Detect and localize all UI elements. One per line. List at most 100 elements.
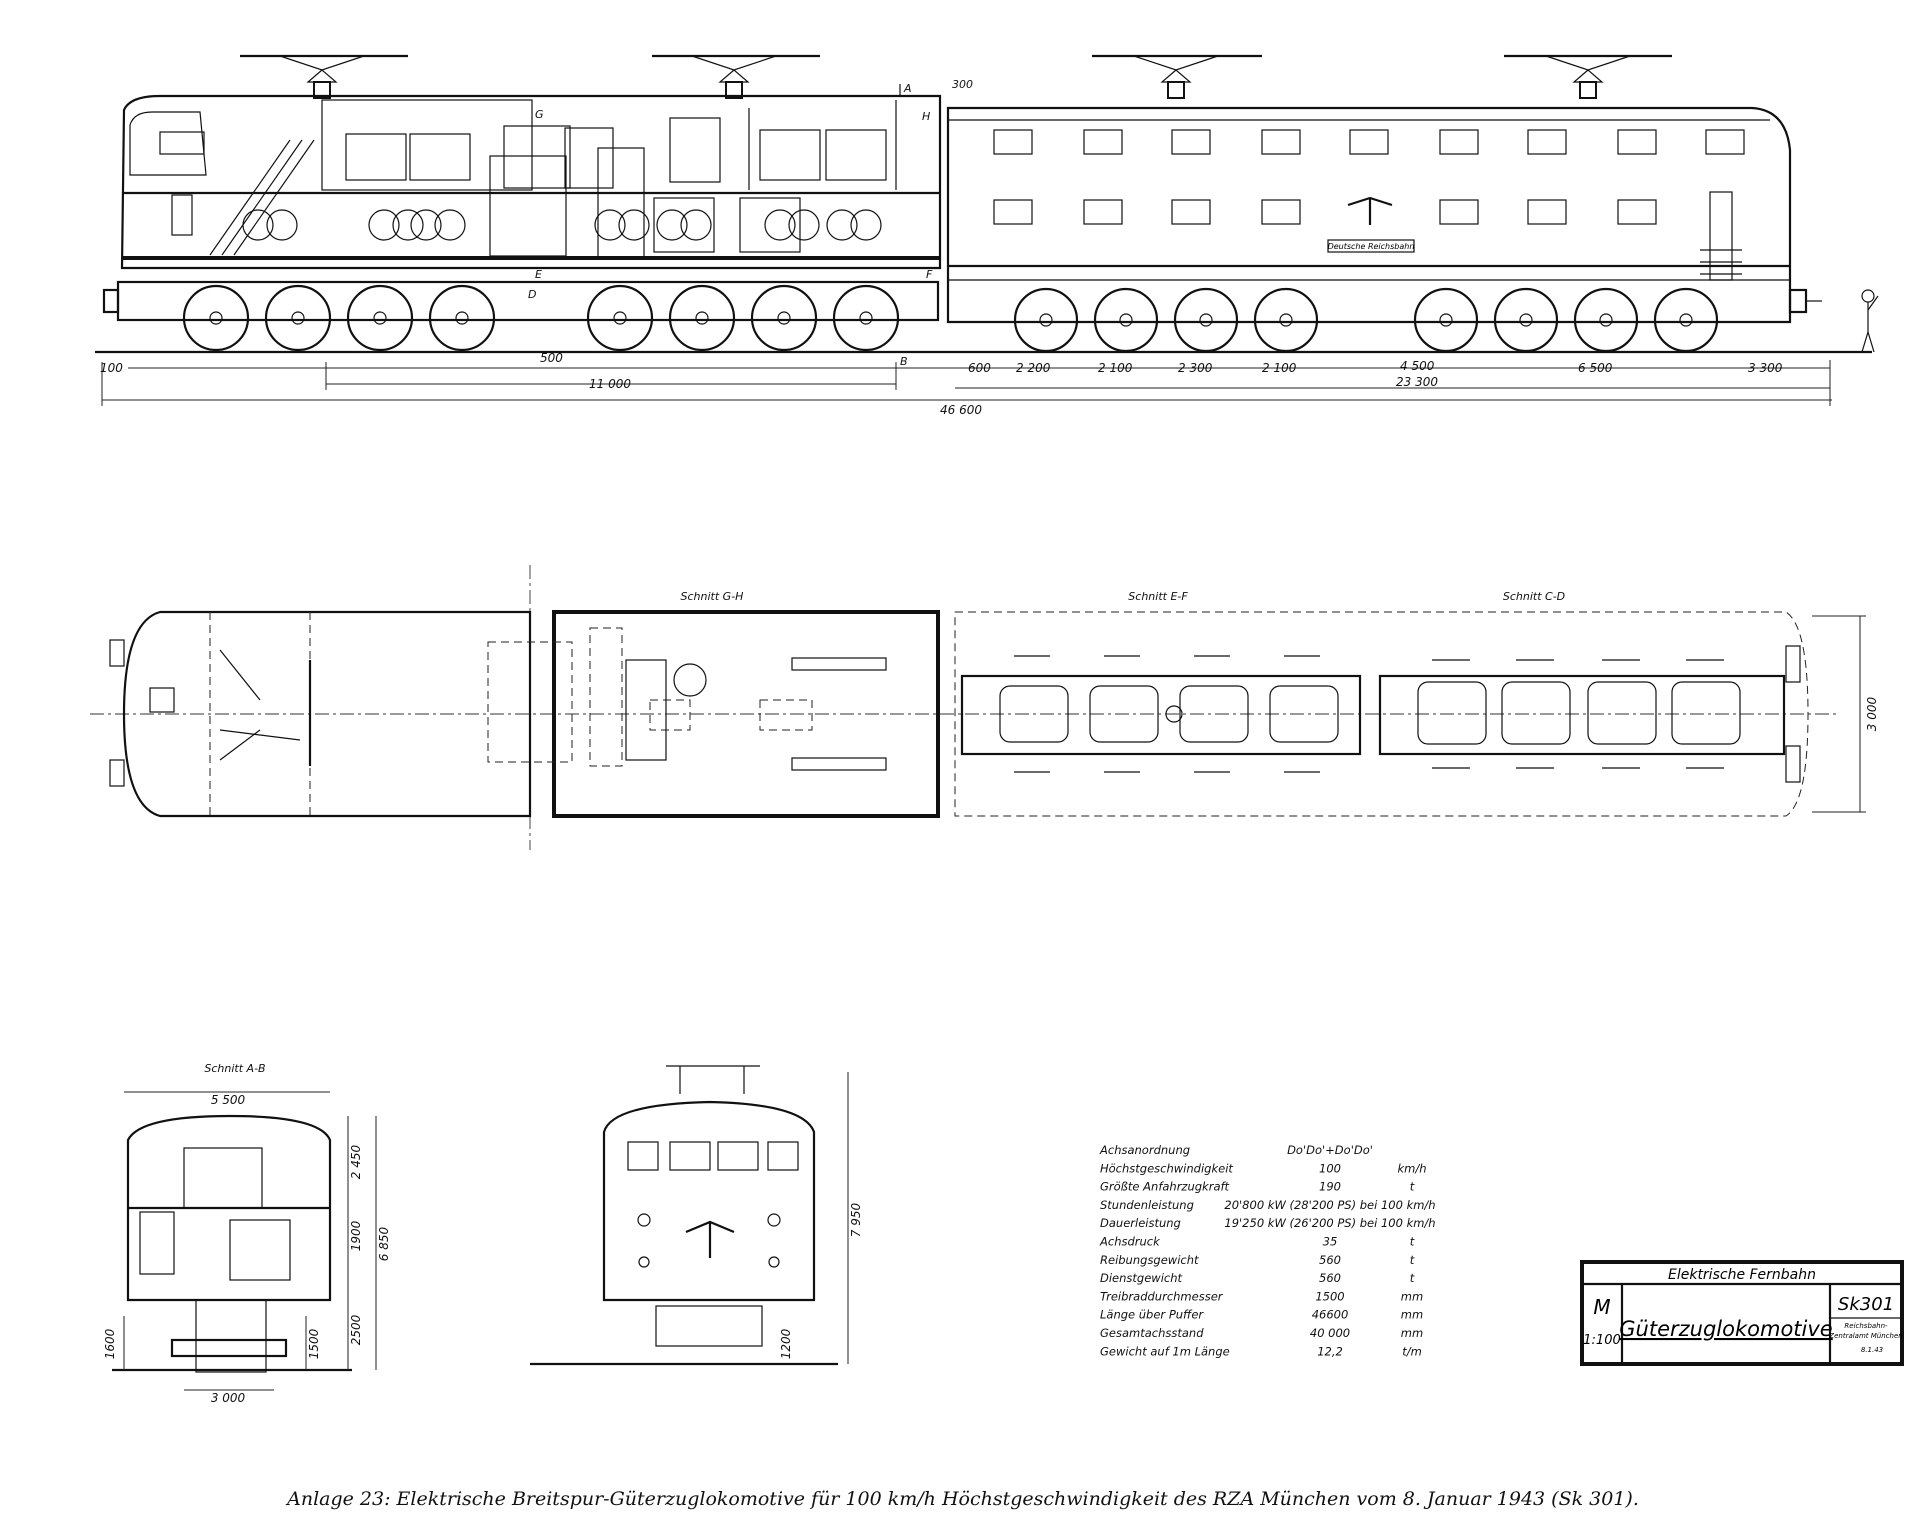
section-letter-h: H [922, 110, 930, 123]
dim-46600: 46 600 [940, 403, 982, 417]
dim-6500: 6 500 [1578, 361, 1613, 375]
pantograph-1 [240, 54, 408, 99]
eagle-emblem-front [685, 1220, 735, 1258]
dim-2200: 2 200 [1016, 361, 1051, 375]
dim-23300: 23 300 [1396, 375, 1438, 389]
wheel-hub-right-1 [1039, 313, 1053, 327]
plan-view: Schnitt G-H Schnitt E-F Schnitt C-D 3 00… [90, 565, 1879, 850]
wheel-left-1 [182, 284, 250, 352]
front-view: 7 950 1200 [530, 1065, 863, 1366]
table-cell-value: 35 [1323, 1235, 1338, 1249]
table-cell-unit: mm [1401, 1326, 1423, 1340]
table-cell-label: Treibraddurchmesser [1100, 1289, 1224, 1303]
label-section-ef: Schnitt E-F [1128, 590, 1188, 603]
wheel-left-5 [586, 284, 654, 352]
traction-motors-left [242, 209, 882, 241]
dim-front-7950: 7 950 [849, 1202, 863, 1237]
dim-100: 100 [100, 361, 123, 375]
wheel-hub-right-4 [1279, 313, 1293, 327]
wheel-hub-left-4 [455, 311, 469, 325]
table-cell-unit: t [1410, 1180, 1415, 1194]
wheel-hub-left-5 [613, 311, 627, 325]
table-cell-value: 40 000 [1310, 1326, 1350, 1340]
wheel-hub-right-7 [1599, 313, 1613, 327]
title-block-date: 8.1.43 [1861, 1346, 1883, 1354]
dim-ab-6850: 6 850 [377, 1226, 391, 1261]
wheel-left-6 [668, 284, 736, 352]
name-plate-text: Deutsche Reichsbahn [1328, 242, 1415, 251]
label-section-ab: Schnitt A-B [204, 1062, 265, 1075]
dim-3300: 3 300 [1748, 361, 1783, 375]
table-cell-label: Gesamtachsstand [1100, 1326, 1204, 1340]
table-cell-unit: mm [1401, 1289, 1423, 1303]
table-cell-value: 560 [1319, 1271, 1341, 1285]
table-cell-label: Stundenleistung [1100, 1198, 1194, 1212]
plan-bogies-cd [1378, 674, 1786, 756]
table-cell-unit: t [1410, 1253, 1415, 1267]
dim-ab-1900: 1900 [349, 1220, 363, 1251]
dim-front-1200: 1200 [779, 1328, 793, 1359]
wheel-hub-right-3 [1199, 313, 1213, 327]
wheel-right-5 [1413, 287, 1479, 353]
wheel-hub-left-6 [695, 311, 709, 325]
front-body-outline [602, 1100, 816, 1302]
dim-ab-5500: 5 500 [211, 1093, 246, 1107]
title-block-scale: 1:100 [1583, 1333, 1620, 1348]
dim-2100-a: 2 100 [1098, 361, 1133, 375]
section-letter-f: F [926, 268, 933, 281]
dim-ab-1600: 1600 [103, 1328, 117, 1359]
plan-right-body [954, 611, 1809, 817]
dim-2100-b: 2 100 [1262, 361, 1297, 375]
dim-ab-2450: 2 450 [349, 1144, 363, 1179]
window-row-upper [993, 129, 1745, 155]
wheel-left-7 [750, 284, 818, 352]
title-block-m: M [1593, 1295, 1610, 1319]
dim-ab-1500: 1500 [307, 1328, 321, 1359]
section-letter-g: G [535, 108, 544, 121]
wheel-hub-left-7 [777, 311, 791, 325]
wheel-hub-right-5 [1439, 313, 1453, 327]
front-windows [627, 1141, 799, 1171]
table-cell-label: Achsanordnung [1099, 1143, 1190, 1157]
table-cell-unit: km/h [1397, 1161, 1426, 1175]
table-cell-value: 1500 [1315, 1289, 1344, 1303]
left-half-section [120, 94, 942, 270]
wheel-right-1 [1013, 287, 1079, 353]
title-block-title: Güterzuglokomotive [1619, 1317, 1832, 1341]
wheel-left-2 [264, 284, 332, 352]
ab-body-outline [126, 1114, 332, 1302]
pantograph-2 [652, 54, 820, 99]
table-cell-label: Reibungsgewicht [1100, 1253, 1199, 1267]
table-cell-unit: t [1410, 1235, 1415, 1249]
wheel-hub-right-2 [1119, 313, 1133, 327]
figure-caption: Anlage 23: Elektrische Breitspur-Güterzu… [287, 1488, 1639, 1510]
plan-bogie-frames [999, 681, 1741, 745]
eagle-emblem-side [1347, 196, 1393, 225]
wheel-hub-right-8 [1679, 313, 1693, 327]
human-figure [1861, 289, 1879, 353]
side-elevation: Deutsche Reichsbahn A H G E D F B 300 [95, 54, 1879, 417]
wheel-right-8 [1653, 287, 1719, 353]
name-plate [1327, 239, 1415, 253]
table-cell-label: Gewicht auf 1m Länge [1100, 1344, 1230, 1358]
wheel-hub-left-3 [373, 311, 387, 325]
section-letter-e: E [535, 268, 542, 281]
table-cell-value: 100 [1319, 1161, 1341, 1175]
wheel-right-4 [1253, 287, 1319, 353]
table-cell-unit: t [1410, 1271, 1415, 1285]
table-cell-unit: t/m [1402, 1344, 1422, 1358]
dim-500: 500 [540, 351, 563, 365]
dim-ab-2500: 2500 [349, 1314, 363, 1345]
table-cell-value: 19'250 kW (26'200 PS) bei 100 km/h [1224, 1216, 1435, 1230]
wheel-left-8 [832, 284, 900, 352]
wheel-right-7 [1573, 287, 1639, 353]
table-cell-value: Do'Do'+Do'Do' [1287, 1143, 1373, 1157]
table-cell-value: 46600 [1312, 1308, 1349, 1322]
table-cell-label: Achsdruck [1099, 1235, 1161, 1249]
table-cell-value: 12,2 [1317, 1344, 1343, 1358]
wheel-left-3 [346, 284, 414, 352]
left-buffer [102, 288, 120, 314]
table-cell-label: Höchstgeschwindigkeit [1100, 1161, 1233, 1175]
front-pantograph [666, 1065, 760, 1094]
